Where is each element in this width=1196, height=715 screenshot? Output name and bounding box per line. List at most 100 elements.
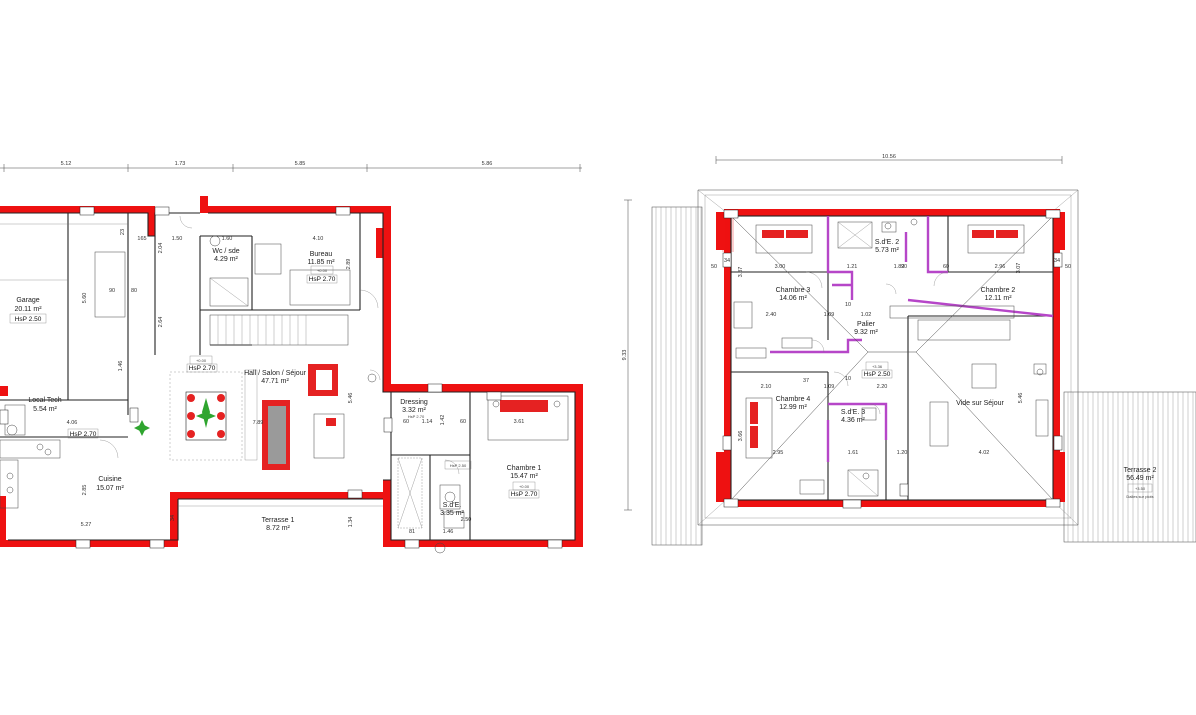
dim-side-first: 9.33 <box>622 350 628 361</box>
ground-doors <box>99 215 460 554</box>
ground-marker-boxes <box>0 206 563 549</box>
dim-label: 165 <box>137 236 146 242</box>
first-furniture <box>733 218 1049 497</box>
room-terrasse2: Terrasse 2 56.49 m² +3.50 Dalles sur plo… <box>1124 467 1157 499</box>
room-palier-area: 9.32 m² <box>854 329 878 336</box>
dim-label: 1.82 <box>894 264 905 270</box>
room-dressing-area: 3.32 m² <box>402 407 426 414</box>
first-dimension-line-side: 9.33 <box>622 199 632 511</box>
first-marker-boxes <box>722 209 1063 509</box>
dim-top-4: 5.86 <box>482 161 493 167</box>
first-exterior-walls <box>716 209 1065 507</box>
room-dressing: Dressing 3.32 m² HsP 2.70 <box>400 399 428 419</box>
dim-label: 60 <box>403 419 409 425</box>
room-chambre1-level: +0.00 <box>519 484 530 489</box>
dim-top-2: 1.73 <box>175 161 186 167</box>
dim-label: 5.27 <box>81 522 92 528</box>
dim-label: 2.20 <box>877 384 888 390</box>
dim-top-1: 5.12 <box>61 161 72 167</box>
dim-label: 1.34 <box>348 517 354 528</box>
dim-label: 1.61 <box>848 450 859 456</box>
room-vide-sur-sejour: Vide sur Séjour <box>956 400 1004 407</box>
room-sde: S.d'E. 3.35 m² HsP 2.50 <box>440 460 472 517</box>
room-cuisine-name: Cuisine <box>98 476 121 483</box>
dim-label: 3.87 <box>738 267 744 278</box>
first-floor-plan: 10.56 9.33 <box>622 154 1196 546</box>
room-sde2: S.d'E. 2 5.73 m² <box>875 239 900 254</box>
room-sde2-name: S.d'E. 2 <box>875 239 899 246</box>
dim-label: 1.14 <box>422 419 433 425</box>
ground-details <box>0 223 569 529</box>
room-local-tech-hsp: HsP 2.70 <box>70 431 97 438</box>
first-dimension-line-top: 10.56 <box>715 154 1063 164</box>
dining-table <box>185 391 227 441</box>
dim-label: 5.46 <box>1018 393 1024 404</box>
dim-label: 2.50 <box>461 517 472 523</box>
ground-dimension-labels: 165 1.50 4.10 1.60 2.04 2.89 5.60 2.64 1… <box>67 229 525 535</box>
dim-label: 2.85 <box>82 485 88 496</box>
room-sde-area: 3.35 m² <box>440 510 464 517</box>
dim-label: 37 <box>803 378 809 384</box>
room-sde-name: S.d'E. <box>443 502 462 509</box>
room-sde2-area: 5.73 m² <box>875 247 899 254</box>
dim-label: 2.64 <box>158 317 164 328</box>
room-bureau: Bureau 11.85 m² +0.00 HsP 2.70 <box>306 251 338 284</box>
first-doors <box>805 271 949 415</box>
room-chambre1-hsp: HsP 2.70 <box>511 491 538 498</box>
dim-label: 60 <box>943 264 949 270</box>
dim-label: 23 <box>120 229 126 235</box>
first-terrace-left-hatching <box>651 206 703 546</box>
dim-label: 4.02 <box>979 450 990 456</box>
room-bureau-area: 11.85 m² <box>307 259 335 266</box>
dim-label: 34 <box>724 258 730 264</box>
room-chambre3-name: Chambre 3 <box>776 287 811 294</box>
room-hall-name: Hall / Salon / Séjour <box>244 370 307 377</box>
room-wc-area: 4.29 m² <box>214 256 238 263</box>
dim-label: 80 <box>131 288 137 294</box>
dim-label: 2.96 <box>995 264 1006 270</box>
room-chambre1-name: Chambre 1 <box>507 465 542 472</box>
room-sde3-name: S.d'E. 3 <box>841 409 865 416</box>
dim-label: 3.00 <box>775 264 786 270</box>
room-chambre1: Chambre 1 15.47 m² +0.00 HsP 2.70 <box>507 465 542 499</box>
room-terrasse1: Terrasse 1 8.72 m² <box>262 517 295 532</box>
room-garage-name: Garage <box>16 297 39 304</box>
dim-label: 34 <box>1054 258 1060 264</box>
room-dressing-hsp: HsP 2.70 <box>408 414 425 419</box>
ground-dimension-line-top: 5.12 1.73 5.85 5.86 <box>0 161 582 172</box>
dim-label: 1.46 <box>118 361 124 372</box>
room-cuisine-area: 15.07 m² <box>96 485 124 492</box>
first-roof-diagonals <box>730 215 1054 501</box>
room-hall-area: 47.71 m² <box>261 378 289 385</box>
dim-top-first: 10.56 <box>882 154 896 160</box>
ground-floor-plan: 5.12 1.73 5.85 5.86 <box>0 161 583 554</box>
room-terrasse1-name: Terrasse 1 <box>262 517 295 524</box>
dim-label: 1.46 <box>443 529 454 535</box>
room-palier-hsp: HsP 2.50 <box>864 371 891 378</box>
room-chambre4-area: 12.99 m² <box>779 404 807 411</box>
room-hall: +0.00 HsP 2.70 Hall / Salon / Séjour 47.… <box>186 355 307 385</box>
dim-label: 10 <box>845 376 851 382</box>
room-chambre1-area: 15.47 m² <box>510 473 538 480</box>
room-terrasse2-area: 56.49 m² <box>1126 475 1154 482</box>
room-terrasse2-level: +3.50 <box>1135 486 1146 491</box>
room-terrasse2-note: Dalles sur plots <box>1126 494 1153 499</box>
first-dimension-labels: 3.00 1.21 1.82 2.96 2.40 1.09 1.02 2.10 … <box>711 258 1071 456</box>
dim-label: 90 <box>109 288 115 294</box>
ground-staircase <box>209 314 349 346</box>
room-local-tech: Local Tech 5.54 m² HsP 2.70 <box>28 397 99 439</box>
room-palier-level: +3.36 <box>872 364 883 369</box>
dim-label: 2.04 <box>158 243 164 254</box>
dim-label: 1.09 <box>824 384 835 390</box>
room-hall-level: +0.00 <box>196 358 207 363</box>
plant-icon <box>134 420 150 436</box>
room-hall-hsp: HsP 2.70 <box>189 365 216 372</box>
dim-label: 1.60 <box>222 236 233 242</box>
room-wc: Wc / sde 4.29 m² <box>212 248 239 263</box>
room-garage: Garage 20.11 m² HsP 2.50 <box>9 297 47 324</box>
dim-label: 50 <box>1065 264 1071 270</box>
dim-label: 10 <box>845 302 851 308</box>
dim-label: 2.10 <box>761 384 772 390</box>
room-chambre2: Chambre 2 12.11 m² <box>981 287 1016 302</box>
room-palier: Palier 9.32 m² +3.36 HsP 2.50 <box>854 321 893 379</box>
